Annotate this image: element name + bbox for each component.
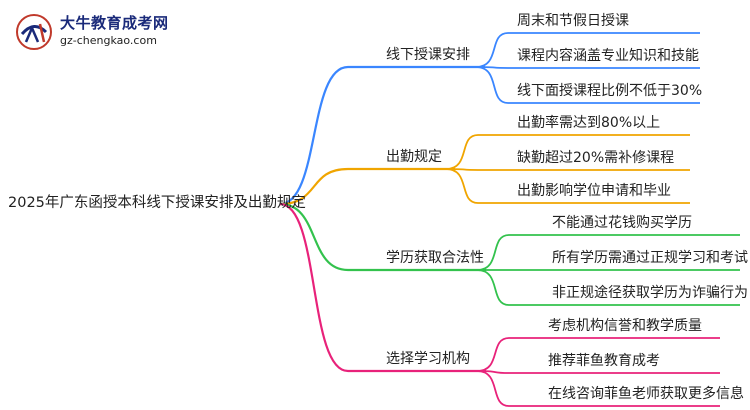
leaf-connector: [475, 32, 509, 68]
site-logo: 大牛教育成考网 gz-chengkao.com: [14, 10, 174, 54]
branch-label: 学历获取合法性: [386, 250, 484, 266]
branch-connector: [279, 202, 349, 373]
branch-connector: [279, 65, 349, 206]
logo-mark-icon: [16, 14, 52, 50]
root-topic: 2025年广东函授本科线下授课安排及出勤规定: [8, 195, 306, 211]
logo-url: gz-chengkao.com: [60, 34, 157, 47]
leaf-connector: [476, 269, 510, 306]
leaf-label: 不能通过花钱购买学历: [552, 215, 692, 231]
leaf-label: 在线咨询菲鱼老师获取更多信息: [548, 386, 744, 402]
leaf-connector: [476, 370, 510, 407]
leaf-connector: [476, 234, 510, 271]
leaf-label: 课程内容涵盖专业知识和技能: [517, 48, 699, 64]
branch-connector: [279, 167, 349, 206]
leaf-label: 推荐菲鱼教育成考: [548, 353, 660, 369]
branch-label: 选择学习机构: [386, 351, 470, 367]
leaf-connector: [445, 168, 479, 204]
branch-label: 出勤规定: [386, 149, 442, 165]
leaf-label: 所有学历需通过正规学习和考试: [552, 250, 748, 266]
leaf-label: 非正规途径获取学历为诈骗行为: [552, 285, 748, 301]
branch-label: 线下授课安排: [386, 47, 470, 63]
leaf-label: 考虑机构信誉和教学质量: [548, 318, 702, 334]
logo-title: 大牛教育成考网: [60, 14, 169, 32]
leaf-connector: [445, 134, 479, 170]
leaf-connector: [476, 337, 510, 372]
branch-connector: [279, 202, 349, 272]
leaf-label: 周末和节假日授课: [517, 13, 629, 29]
leaf-label: 线下面授课程比例不低于30%: [517, 83, 703, 99]
leaf-connector: [475, 66, 509, 104]
leaf-label: 出勤影响学位申请和毕业: [517, 183, 671, 199]
leaf-label: 缺勤超过20%需补修课程: [517, 150, 675, 166]
leaf-label: 出勤率需达到80%以上: [517, 115, 661, 131]
